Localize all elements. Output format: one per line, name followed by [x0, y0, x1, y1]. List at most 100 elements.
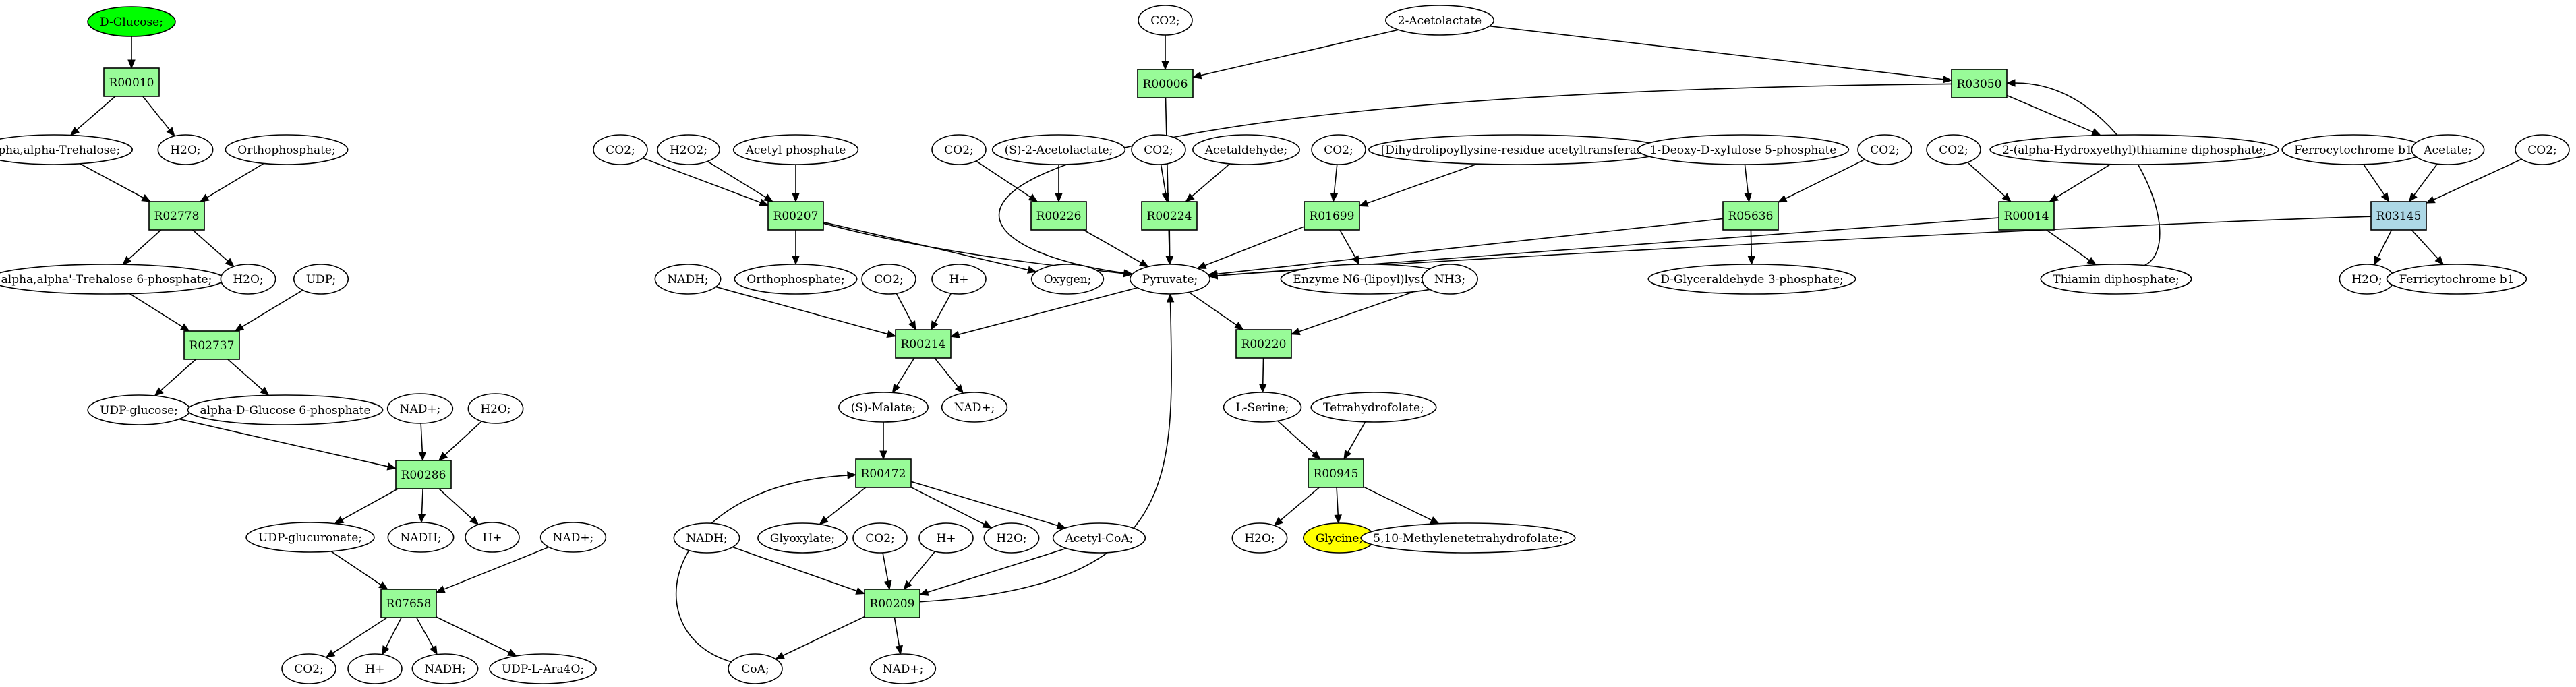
- edge-nh3-to-r00220: [1297, 287, 1427, 333]
- compound-node-co2_i: CO2;: [861, 264, 916, 295]
- node-label: H2O;: [170, 144, 200, 157]
- edge-r01699-to-pyruvate: [1203, 226, 1305, 267]
- compound-ellipse: [869, 653, 937, 684]
- compound-ellipse: [852, 522, 908, 554]
- node-label: H2O;: [1244, 532, 1275, 545]
- edge-arrowhead: [2408, 192, 2418, 203]
- edge-arrowhead: [1777, 195, 1788, 203]
- compound-ellipse: [593, 134, 648, 165]
- edge-arrowhead: [1123, 269, 1133, 278]
- compound-node-h2o_c: H2O;: [467, 393, 524, 424]
- node-label: NAD+;: [883, 663, 924, 676]
- edge-arrowhead: [1056, 521, 1067, 529]
- compound-node-co2_e: CO2;: [1311, 134, 1366, 165]
- edge-arrowhead: [1343, 450, 1352, 460]
- node-label: R00224: [1147, 210, 1192, 223]
- node-label: R05636: [1728, 210, 1774, 223]
- edge-arrowhead: [382, 645, 390, 655]
- edge-arrowhead: [1196, 262, 1207, 269]
- compound-node-h2o_d: H2O;: [2339, 264, 2395, 295]
- edge-thf-to-r00945: [1347, 421, 1366, 454]
- compound-ellipse: [1311, 134, 1366, 165]
- node-label: R03050: [1957, 78, 2002, 91]
- reaction-box: [1951, 69, 2008, 98]
- node-label: NADH;: [686, 532, 727, 545]
- compound-node-hplus_a: H+: [465, 522, 520, 553]
- edge-arrowhead: [1311, 450, 1321, 460]
- compound-node-hplus_c: H+: [931, 264, 987, 295]
- edge-acetolactate-to-r03050: [1489, 25, 1945, 80]
- compound-node-nadh_c: NADH;: [654, 264, 722, 295]
- node-label: Enzyme N6-(lipoyl)lysine;: [1293, 273, 1442, 287]
- edge-arrowhead: [1351, 255, 1360, 266]
- edge-r00472-to-glyoxylate: [824, 487, 867, 521]
- node-label: Glycine;: [1316, 532, 1363, 545]
- node-label: alpha-D-Glucose 6-phosphate: [200, 404, 370, 417]
- edge-r00010-to-trehalose: [75, 96, 116, 131]
- edge-nad_b-to-r07658: [442, 546, 550, 591]
- edge-arrowhead: [895, 645, 904, 655]
- reaction-node-r00220: R00220: [1235, 329, 1292, 359]
- edge-r03050-to-pyruvate: [998, 83, 1952, 274]
- node-label: CO2;: [294, 663, 324, 676]
- edge-arrowhead: [435, 585, 446, 593]
- edge-arrowhead: [954, 384, 964, 394]
- edge-r00472-to-acetylcoa: [910, 481, 1059, 527]
- nodes-layer: D-Glucose;R00010alpha,alpha-Trehalose;H2…: [0, 5, 2570, 684]
- node-label: NH3;: [1434, 273, 1465, 287]
- edge-arrowhead: [1358, 199, 1369, 207]
- edge-arrowhead: [982, 520, 993, 529]
- edge-r00209-to-pyruvate: [919, 300, 1172, 603]
- edge-r00220-to-lserine: [1262, 357, 1264, 386]
- edge-arrowhead: [855, 587, 866, 595]
- reaction-box: [1030, 201, 1087, 231]
- edge-arrowhead: [2006, 79, 2016, 87]
- reaction-box: [1141, 201, 1198, 231]
- edge-arrowhead: [2049, 193, 2059, 202]
- compound-ellipse: [465, 522, 520, 553]
- edge-arrowhead: [417, 514, 426, 524]
- edge-pyruvate-to-r00214: [957, 287, 1138, 336]
- compound-ellipse: [1857, 134, 1912, 165]
- edge-co2_f-to-r05636: [1784, 158, 1865, 200]
- node-label: H2O;: [996, 532, 1026, 545]
- compound-ellipse: [1129, 264, 1211, 295]
- reaction-node-r03145: R03145: [2370, 201, 2427, 231]
- node-label: Pyruvate;: [1142, 273, 1198, 287]
- reaction-node-r00286: R00286: [395, 460, 452, 489]
- compound-ellipse: [1231, 522, 1288, 554]
- node-label: Ferricytochrome b1: [2399, 273, 2515, 287]
- compound-node-co2_b: CO2;: [593, 134, 648, 165]
- edge-arrowhead: [1055, 193, 1063, 203]
- edge-h2o2-to-r00207: [707, 160, 767, 199]
- node-label: Acetaldehyde;: [1204, 144, 1287, 157]
- edge-r00209-to-nad_d: [894, 617, 900, 648]
- node-label: R02778: [154, 210, 200, 223]
- edge-arrowhead: [325, 649, 336, 658]
- node-label: Acetyl phosphate: [745, 144, 846, 157]
- edge-r03145-to-h2o_d: [2376, 229, 2393, 260]
- compound-ellipse: [2386, 264, 2527, 295]
- edge-arrowhead: [122, 256, 132, 266]
- compound-node-glyoxylate: Glyoxylate;: [757, 522, 848, 554]
- edge-arrowhead: [1334, 514, 1342, 525]
- reaction-box: [864, 589, 920, 618]
- node-label: R00209: [870, 597, 915, 611]
- node-label: NADH;: [667, 273, 708, 287]
- compound-ellipse: [838, 392, 929, 423]
- compound-node-acetaldehyde: Acetaldehyde;: [1192, 134, 1301, 165]
- compound-node-nad_a: NAD+;: [386, 393, 454, 424]
- edge-coa-to-r00472: [675, 474, 850, 663]
- node-label: H2O2;: [670, 144, 707, 157]
- compound-node-h2o_e: H2O;: [983, 522, 1040, 554]
- compound-node-udp: UDP;: [293, 264, 349, 295]
- compound-node-orthophos_b: Orthophosphate;: [734, 264, 858, 295]
- reaction-box: [395, 460, 452, 489]
- edge-arrowhead: [1166, 293, 1175, 303]
- node-label: CO2;: [606, 144, 635, 157]
- edge-arrowhead: [1747, 256, 1756, 266]
- node-label: NADH;: [424, 663, 465, 676]
- node-label: R00945: [1314, 467, 1359, 481]
- reaction-node-r00214: R00214: [895, 329, 952, 359]
